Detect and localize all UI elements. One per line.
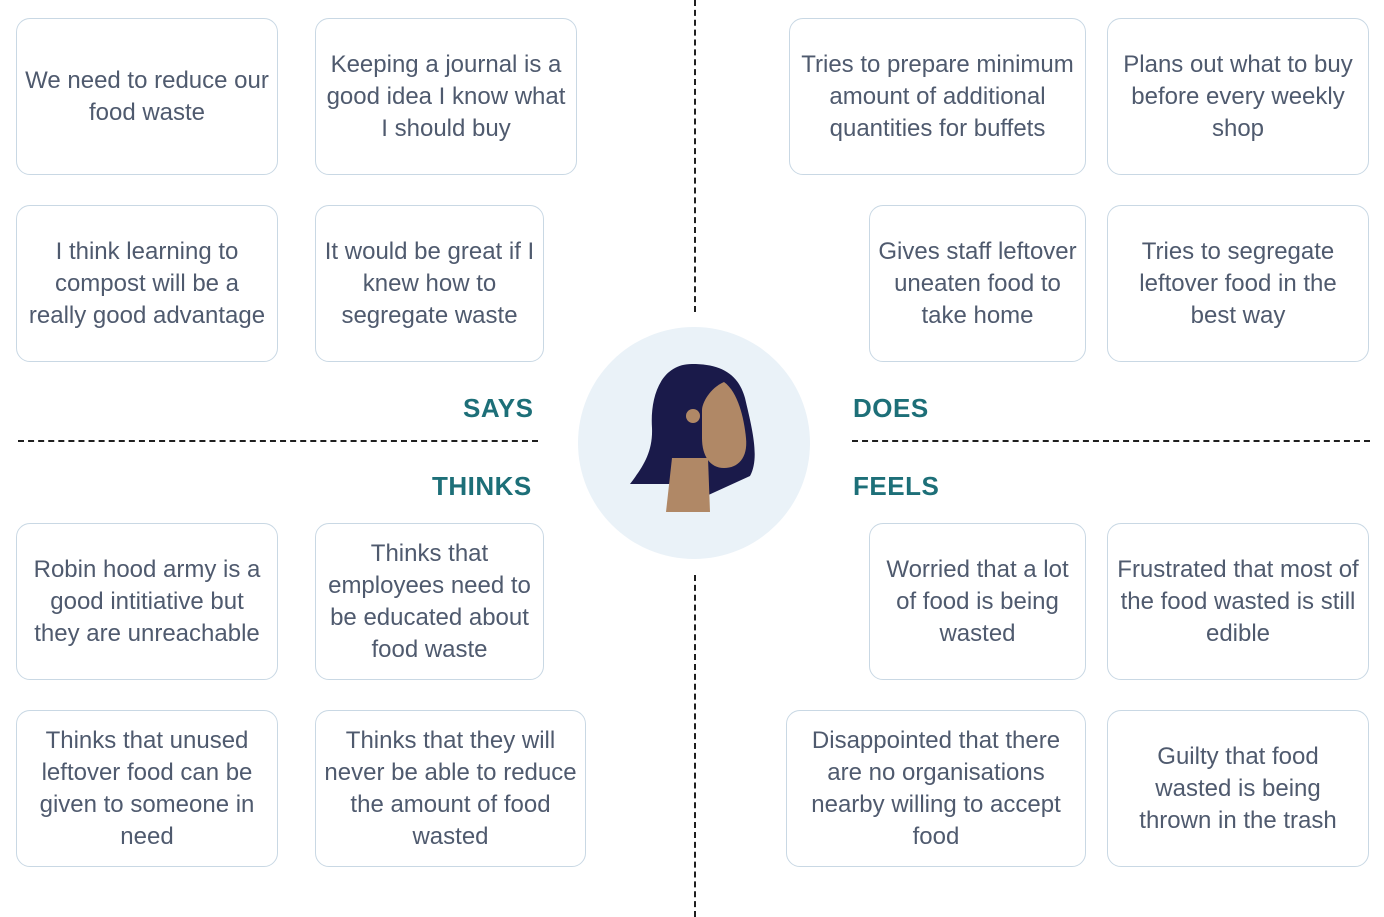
says-card-3: I think learning to compost will be a re…: [16, 205, 278, 362]
says-card-4: It would be great if I knew how to segre…: [315, 205, 544, 362]
feels-card-1: Worried that a lot of food is being wast…: [869, 523, 1086, 680]
feels-card-3: Disappointed that there are no organisat…: [786, 710, 1086, 867]
thinks-card-3: Thinks that unused leftover food can be …: [16, 710, 278, 867]
does-label: DOES: [853, 393, 929, 424]
feels-card-4: Guilty that food wasted is being thrown …: [1107, 710, 1369, 867]
feels-card-2: Frustrated that most of the food wasted …: [1107, 523, 1369, 680]
does-card-2: Plans out what to buy before every weekl…: [1107, 18, 1369, 175]
feels-label: FEELS: [853, 471, 939, 502]
says-card-2: Keeping a journal is a good idea I know …: [315, 18, 577, 175]
does-card-1: Tries to prepare minimum amount of addit…: [789, 18, 1086, 175]
divider-vertical-bottom: [694, 575, 696, 917]
thinks-label: THINKS: [432, 471, 532, 502]
thinks-card-4: Thinks that they will never be able to r…: [315, 710, 586, 867]
person-avatar-icon: [620, 358, 770, 518]
says-card-1: We need to reduce our food waste: [16, 18, 278, 175]
divider-vertical-top: [694, 0, 696, 312]
does-card-4: Tries to segregate leftover food in the …: [1107, 205, 1369, 362]
divider-horizontal-right: [852, 440, 1370, 442]
thinks-card-1: Robin hood army is a good intitiative bu…: [16, 523, 278, 680]
thinks-card-2: Thinks that employees need to be educate…: [315, 523, 544, 680]
divider-horizontal-left: [18, 440, 538, 442]
says-label: SAYS: [463, 393, 533, 424]
does-card-3: Gives staff leftover uneaten food to tak…: [869, 205, 1086, 362]
